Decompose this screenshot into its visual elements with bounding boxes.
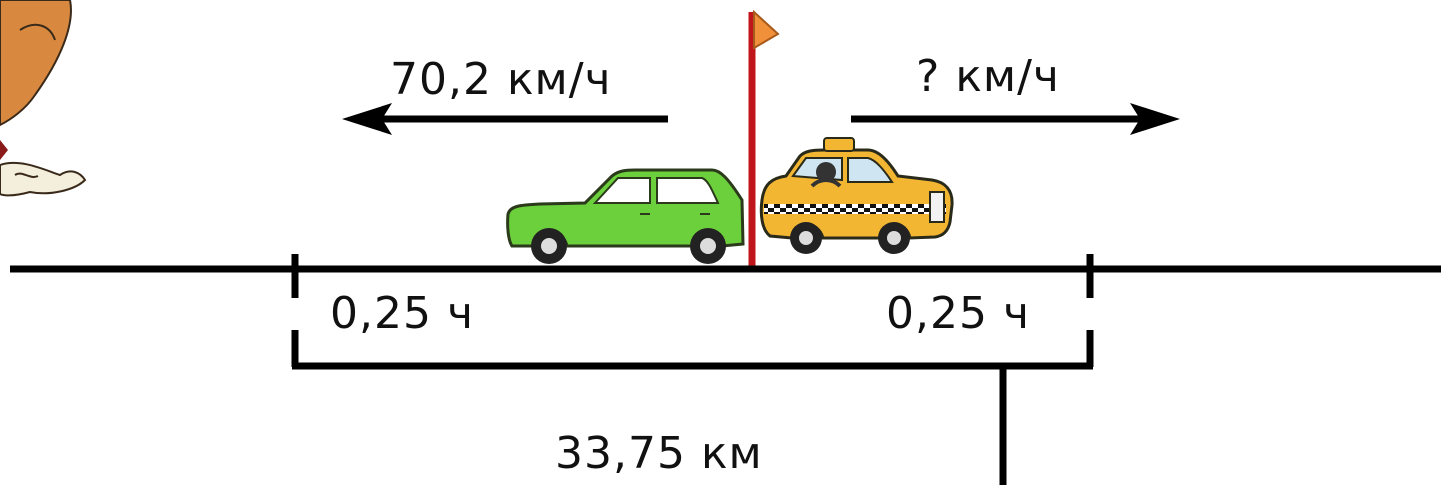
time-right-label: 0,25 ч <box>886 288 1030 339</box>
time-left-label: 0,25 ч <box>330 288 474 339</box>
bracket <box>291 330 1094 485</box>
cartoon-character-icon <box>0 0 87 197</box>
taxi-icon <box>759 137 954 254</box>
left-arrow-icon <box>342 103 668 135</box>
speed-right-label: ? км/ч <box>916 51 1060 102</box>
flag-icon <box>748 9 780 270</box>
speed-left-label: 70,2 км/ч <box>390 54 612 105</box>
right-arrow-icon <box>851 103 1180 135</box>
distance-label: 33,75 км <box>555 428 763 479</box>
green-car-icon <box>506 168 745 264</box>
